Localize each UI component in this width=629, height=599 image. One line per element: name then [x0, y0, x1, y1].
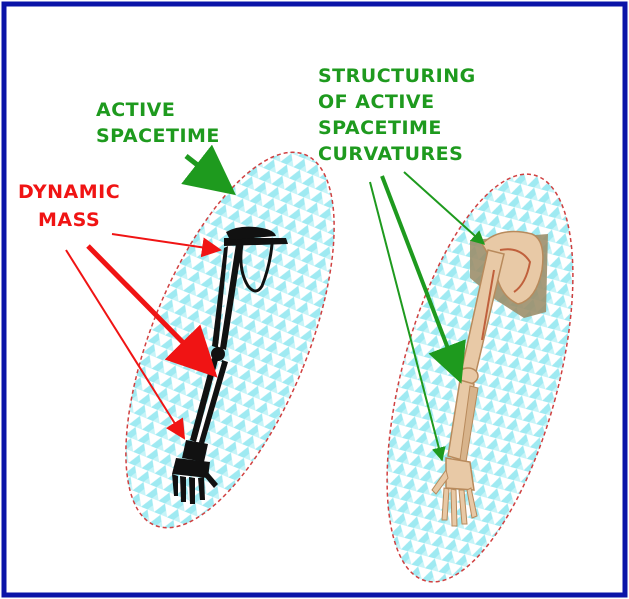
structuring-label-line1: STRUCTURING	[318, 65, 476, 87]
structuring-label-line4: CURVATURES	[318, 143, 463, 165]
structuring-label-line2: OF ACTIVE	[318, 91, 435, 113]
active-spacetime-label-line2: SPACETIME	[96, 125, 220, 147]
active-spacetime-label-line1: ACTIVE	[96, 99, 175, 121]
dynamic-mass-label-line1: DYNAMIC	[18, 181, 120, 203]
dynamic-mass-label-line2: MASS	[38, 209, 100, 231]
structuring-label-line3: SPACETIME	[318, 117, 442, 139]
